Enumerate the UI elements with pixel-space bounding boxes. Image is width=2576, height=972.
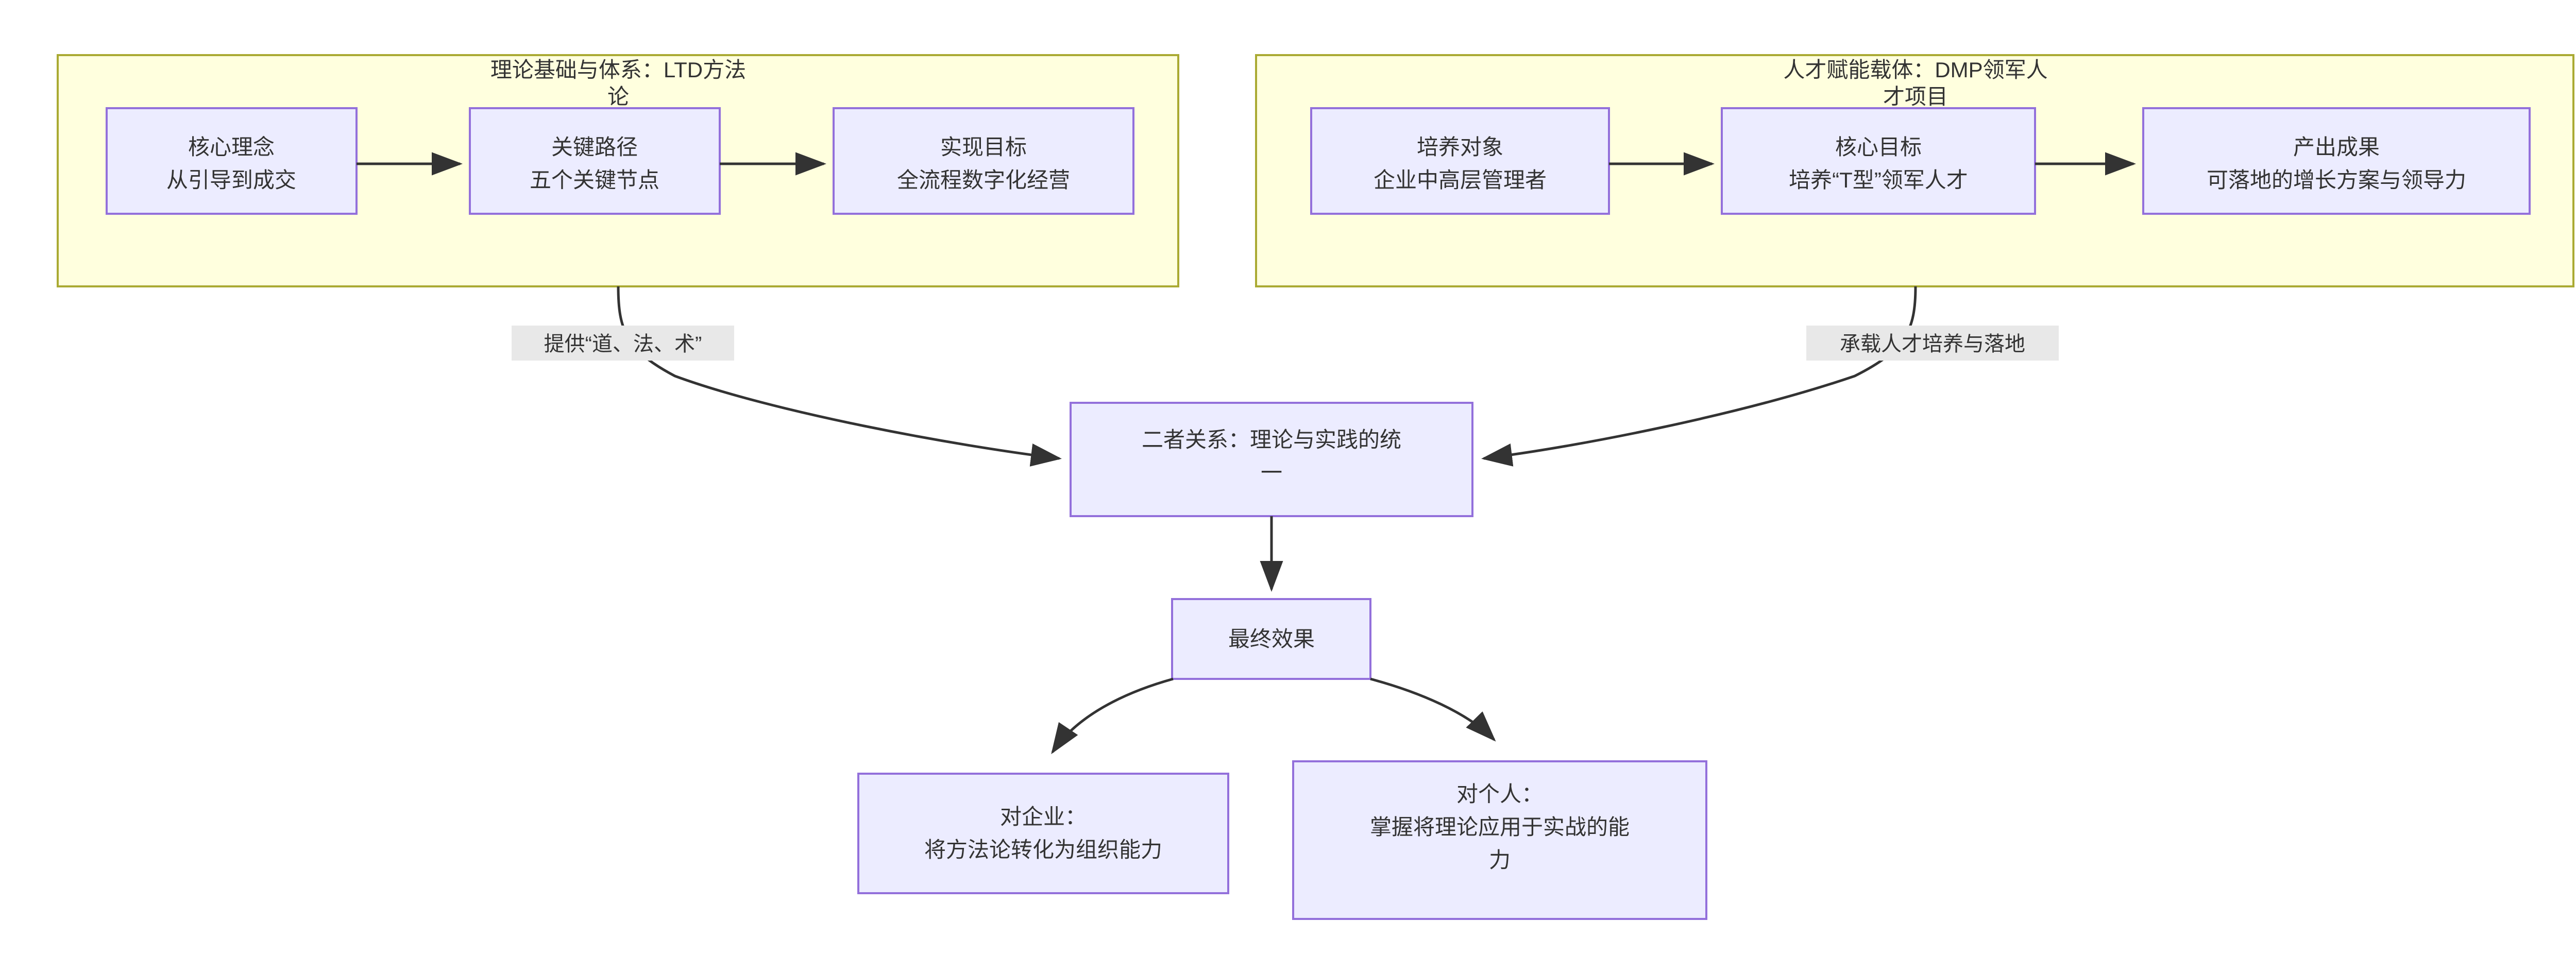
node-trainee[interactable]: 培养对象 企业中高层管理者: [1310, 107, 1610, 215]
node-output-box[interactable]: [2142, 107, 2531, 215]
edge-label-provide-bg: [512, 326, 734, 361]
node-goal-box[interactable]: [833, 107, 1134, 215]
node-output-line2: 可落地的增长方案与领导力: [2207, 168, 2466, 192]
node-core-concept[interactable]: 核心理念 从引导到成交: [106, 107, 358, 215]
node-final-effect[interactable]: 最终效果: [1171, 598, 1371, 680]
node-output-line1: 产出成果: [2293, 135, 2380, 159]
node-for-individual-line3: 力: [1489, 848, 1511, 872]
edge-label-carry: 承载人才培养与落地: [1806, 326, 2059, 361]
node-trainee-line2: 企业中高层管理者: [1374, 168, 1547, 192]
node-goal-line2: 全流程数字化经营: [897, 168, 1070, 192]
node-core-target-line2: 培养“T型”领军人才: [1789, 168, 1968, 192]
node-relation[interactable]: 二者关系：理论与实践的统 一: [1070, 402, 1473, 517]
cluster-ltd-title-line2: 论: [607, 84, 629, 109]
node-key-path-box[interactable]: [469, 107, 721, 215]
edge-final-effect-to-individual: [1370, 677, 1496, 742]
node-key-path-line1: 关键路径: [551, 135, 638, 159]
edge-label-carry-text: 承载人才培养与落地: [1840, 333, 2025, 355]
node-core-target-box[interactable]: [1721, 107, 2036, 215]
node-relation-box[interactable]: [1070, 402, 1473, 517]
node-for-enterprise-line2: 将方法论转化为组织能力: [924, 838, 1162, 862]
node-key-path-line2: 五个关键节点: [530, 168, 659, 192]
node-key-path[interactable]: 关键路径 五个关键节点: [469, 107, 721, 215]
node-goal-line1: 实现目标: [940, 135, 1027, 159]
cluster-ltd-title-line1: 理论基础与体系：LTD方法: [490, 58, 746, 82]
node-for-enterprise-line1: 对企业：: [1000, 805, 1087, 829]
node-output[interactable]: 产出成果 可落地的增长方案与领导力: [2142, 107, 2531, 215]
node-core-concept-box[interactable]: [106, 107, 358, 215]
node-core-concept-line1: 核心理念: [188, 135, 275, 159]
edge-dmp-to-relation: [1481, 286, 1917, 467]
node-for-individual-box[interactable]: [1292, 760, 1707, 920]
edge-final-effect-to-enterprise: [1051, 677, 1174, 755]
node-final-effect-line1: 最终效果: [1228, 627, 1315, 651]
cluster-dmp-title-line2: 才项目: [1883, 84, 1948, 109]
node-goal[interactable]: 实现目标 全流程数字化经营: [833, 107, 1134, 215]
edge-label-carry-bg: [1806, 326, 2059, 361]
edge-ltd-to-relation: [617, 286, 1062, 467]
node-trainee-line1: 培养对象: [1417, 135, 1503, 159]
edge-label-provide-text: 提供“道、法、术”: [544, 333, 702, 355]
cluster-dmp-title-line1: 人才赋能载体：DMP领军人: [1783, 58, 2047, 82]
edge-label-provide: 提供“道、法、术”: [512, 326, 734, 361]
node-for-enterprise[interactable]: 对企业： 将方法论转化为组织能力: [857, 773, 1229, 894]
node-for-individual-line1: 对个人：: [1456, 782, 1543, 806]
node-core-concept-line2: 从引导到成交: [166, 168, 296, 192]
node-for-individual-line2: 掌握将理论应用于实战的能: [1370, 815, 1630, 839]
node-relation-line2: 一: [1261, 461, 1282, 485]
node-trainee-box[interactable]: [1310, 107, 1610, 215]
node-core-target[interactable]: 核心目标 培养“T型”领军人才: [1721, 107, 2036, 215]
node-core-target-line1: 核心目标: [1835, 135, 1922, 159]
node-final-effect-box[interactable]: [1171, 598, 1371, 680]
node-for-individual[interactable]: 对个人： 掌握将理论应用于实战的能 力: [1292, 760, 1707, 920]
node-relation-line1: 二者关系：理论与实践的统: [1142, 428, 1401, 452]
node-for-enterprise-box[interactable]: [857, 773, 1229, 894]
